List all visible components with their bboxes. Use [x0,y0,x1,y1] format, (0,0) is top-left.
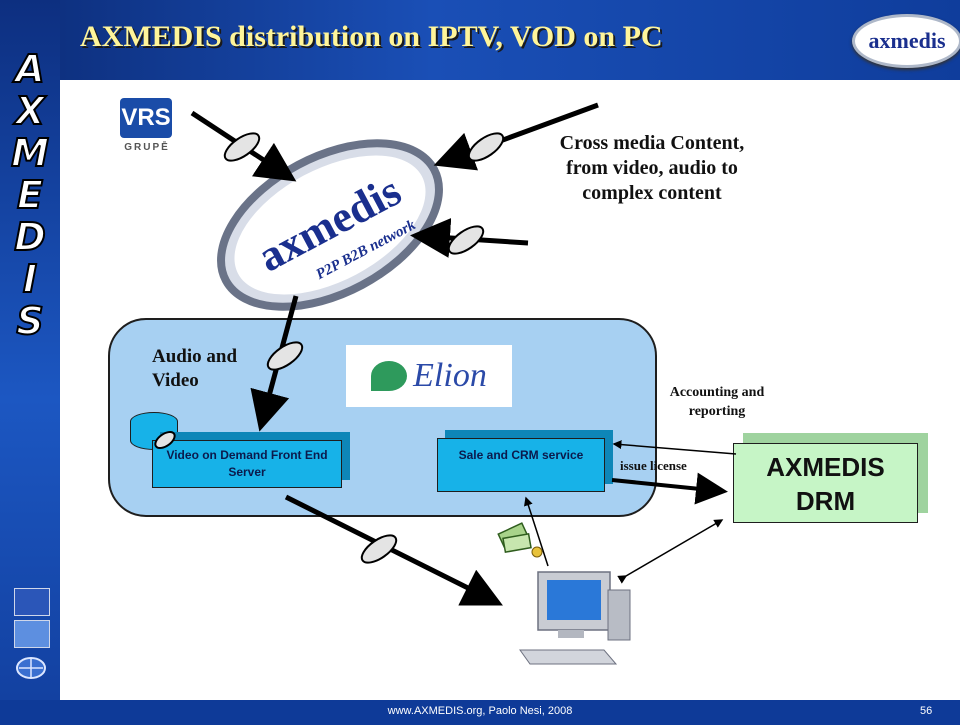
vod-server-box: Video on Demand Front End Server [152,440,342,488]
side-logo-letters: A X M E D I S [0,47,60,343]
money-icon [497,522,543,558]
side-letter: I [22,257,38,301]
media-disc-icon [154,132,505,564]
computer-icon [519,571,631,665]
vrs-logo-sub: GRUPĒ [124,142,170,153]
footer-bar [0,700,960,725]
sale-crm-box: Sale and CRM service [437,438,605,492]
audio-video-label: Audio and Video [152,346,238,391]
side-letter: S [15,299,44,343]
corner-logo-text: axmedis [868,28,946,53]
elion-flower-icon [371,361,408,391]
partner-logo-icon [14,588,50,616]
cross-media-label: Cross media Content, from video, audio t… [559,132,745,204]
elion-logo: Elion [346,345,512,407]
side-letter: E [16,173,44,217]
side-letter: M [10,131,50,175]
globe-icon [14,655,48,681]
axmedis-corner-logo: axmedis [852,14,960,68]
axmedis-network-logo: axmedis P2P B2B network [217,139,443,311]
sidebar: A X M E D I S [0,0,60,725]
side-letter: D [13,215,47,259]
slide-title: AXMEDIS distribution on IPTV, VOD on PC [80,20,663,53]
vrs-logo: VRS [120,98,172,138]
header-bar [0,0,960,80]
side-letter: A [14,47,45,91]
page-number: 56 [920,705,933,717]
issue-license-label: issue license [620,458,687,473]
drm-box: AXMEDIS DRM [733,443,918,523]
accounting-label: Accounting and reporting [669,385,765,419]
side-letter: X [14,89,45,133]
footer-text: www.AXMEDIS.org, Paolo Nesi, 2008 [387,705,573,717]
elion-logo-text: Elion [413,357,487,394]
partner-logo-icon [14,620,50,648]
